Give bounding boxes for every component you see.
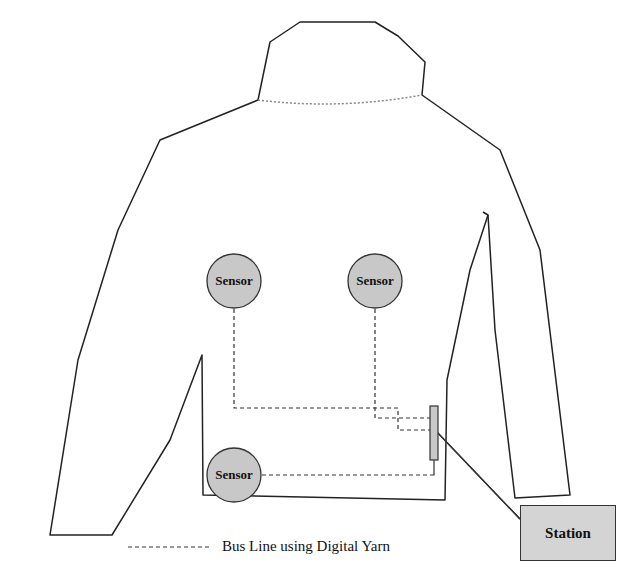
station-label: Station — [545, 525, 591, 542]
left-sleeve-body — [50, 100, 488, 535]
sensor-label: Sensor — [356, 273, 394, 289]
collar-seam — [258, 95, 422, 104]
collar — [258, 22, 425, 100]
station-box: Station — [520, 505, 616, 561]
legend-dashed-sample — [128, 542, 210, 552]
sensor-label: Sensor — [215, 273, 253, 289]
sensor-circle: Sensor — [206, 253, 262, 309]
sensor-circle: Sensor — [347, 253, 403, 309]
sensor-circle: Sensor — [206, 447, 262, 503]
bus-connector-bar — [430, 406, 438, 460]
bus-line — [262, 433, 520, 519]
bus-line — [375, 309, 520, 519]
right-sleeve — [422, 95, 570, 498]
legend-item: Bus Line using Digital Yarn — [128, 538, 390, 555]
bus-line — [234, 309, 520, 519]
sensor-label: Sensor — [215, 467, 253, 483]
legend-text: Bus Line using Digital Yarn — [222, 538, 390, 555]
